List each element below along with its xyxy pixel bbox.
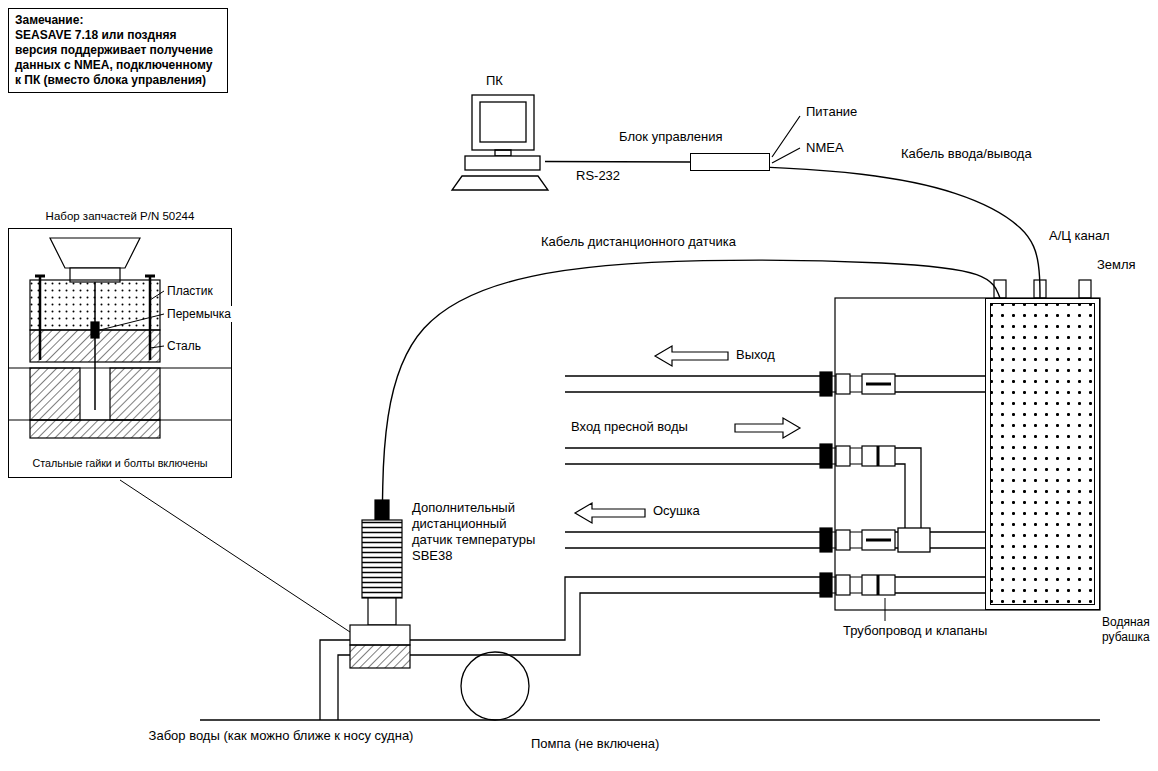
sensor-neck (368, 598, 396, 625)
kit-leader (120, 480, 350, 632)
pipe-walls (9, 368, 231, 420)
intake-inlet (320, 640, 350, 720)
channel-label: А/Ц канал (1048, 228, 1111, 244)
sensor-block (350, 625, 410, 645)
ground-connector (1079, 280, 1091, 298)
keyboard (452, 176, 548, 190)
note-body: SEASAVE 7.18 или поздняя версия поддержи… (15, 28, 221, 88)
power-label: Питание (805, 104, 858, 120)
part-label: Забор воды (как можно ближе к носу судна… (135, 728, 427, 744)
serial-cable (545, 161, 690, 163)
pump (461, 652, 529, 720)
sensor-connector (375, 500, 389, 520)
sbe38-sensor (350, 500, 410, 668)
pipe-bottom (30, 420, 160, 438)
intake-pipe (410, 577, 985, 655)
bolt-heads (35, 275, 155, 278)
water-jacket-label: Водяная рубашка (1102, 615, 1158, 645)
valve-handles (866, 384, 891, 595)
io-cable (770, 167, 1040, 298)
power-nmea-wires (772, 116, 800, 163)
hull-line (200, 719, 1100, 720)
water-jacket: Водяная рубашка (985, 298, 1100, 610)
monitor (472, 95, 534, 150)
part-label: Помпа (не включена) (530, 736, 660, 752)
kit-leaders (100, 291, 164, 348)
kit-drawing (9, 238, 231, 438)
flow-arrow (655, 346, 728, 366)
sensor-cable (383, 260, 1000, 500)
connector-label: RS-232 (575, 168, 621, 184)
control-unit: Блок управления (690, 153, 770, 171)
note-heading: Замечание: (15, 13, 221, 28)
sensor-label: Дополнительный дистанционный датчик темп… (412, 500, 544, 564)
outlet-pipe (565, 376, 985, 392)
monitor-stand (495, 150, 511, 156)
valve (820, 444, 895, 468)
flow-label: Вход пресной воды (570, 419, 689, 435)
temperature-sensor: Дополнительный дистанционный датчик темп… (360, 500, 405, 600)
kit-heading: Набор запчастей P/N 50244 (9, 208, 231, 224)
computer-icon (452, 95, 548, 190)
flow-label: Выход (735, 347, 776, 363)
screen (480, 102, 526, 142)
tee-fitting (898, 528, 930, 552)
connectors (994, 280, 1091, 298)
control-unit-label: Блок управления (619, 129, 723, 145)
ground-label: Земля (1096, 257, 1137, 273)
bore (94, 282, 96, 410)
computer-label: ПК (486, 73, 503, 89)
plumbing-leader (885, 598, 886, 621)
flow-label: Осушка (652, 503, 701, 519)
pipe-section (30, 368, 80, 420)
kit-note: Стальные гайки и болты включены (9, 455, 231, 471)
system-unit (465, 156, 540, 170)
flow-arrow (575, 503, 645, 523)
flow-arrow (735, 418, 800, 438)
pipe-section (110, 368, 160, 420)
computer: ПК (460, 95, 545, 190)
part-label: Трубопровод и клапаны (842, 623, 988, 639)
signal-label: NMEA (805, 140, 845, 156)
part-label: Перемычка (166, 306, 232, 322)
connector-label: Кабель ввода/вывода (900, 146, 1033, 162)
funnel (50, 238, 140, 268)
part-label: Сталь (166, 338, 202, 354)
pipes (320, 376, 985, 720)
jumper (91, 322, 99, 338)
part-label: Пластик (166, 283, 214, 299)
sensor-body (362, 520, 402, 598)
sensor-block (350, 645, 410, 668)
valve (820, 573, 895, 597)
note-box: Замечание:SEASAVE 7.18 или поздняя верси… (8, 8, 228, 93)
connector-label: Кабель дистанционного датчика (540, 234, 737, 250)
